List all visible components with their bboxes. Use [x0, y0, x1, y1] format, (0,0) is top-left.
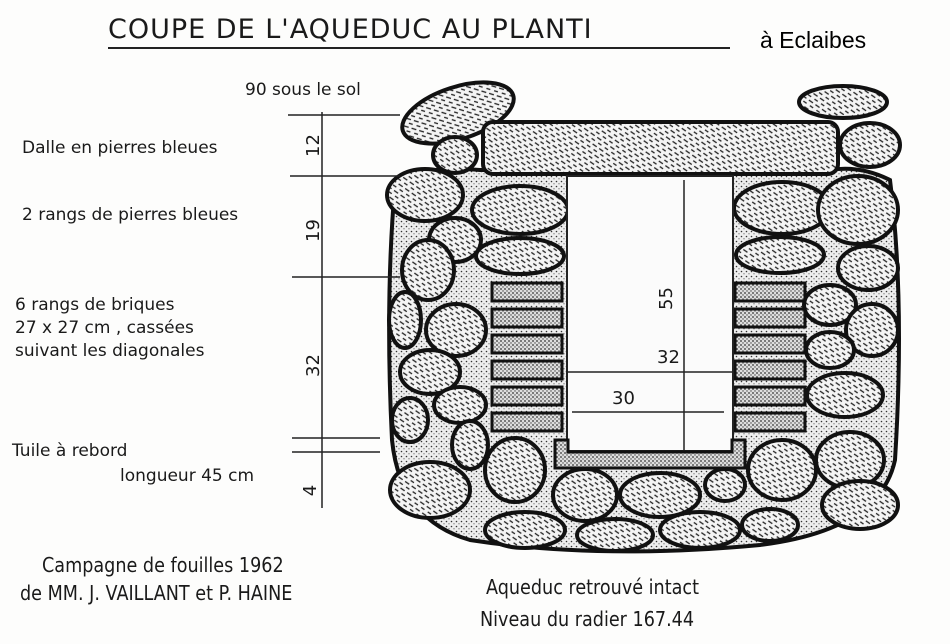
vertical-dimension: [288, 112, 400, 508]
campaign-line: Campagne de fouilles 1962: [42, 553, 284, 577]
dim-19: 19: [302, 219, 324, 242]
dim-channel-top-width: 32: [657, 347, 680, 368]
dim-32: 32: [302, 354, 324, 377]
layer-label-tile-length: longueur 45 cm: [120, 466, 255, 486]
channel-dimensions: [567, 180, 733, 450]
stones: [385, 80, 902, 553]
brick-courses: [490, 281, 807, 433]
depth-note: 90 sous le sol: [245, 80, 361, 100]
drawing-title: COUPE DE L'AQUEDUC AU PLANTI: [108, 14, 730, 49]
layer-label-stones: 2 rangs de pierres bleues: [22, 205, 239, 225]
layer-label-bricks: 6 rangs de briques: [15, 295, 175, 315]
cover-slab: [481, 120, 840, 176]
radier-level: Niveau du radier 167.44: [480, 607, 695, 631]
layer-label-tile: Tuile à rebord: [12, 441, 128, 461]
channel: [566, 175, 734, 452]
flanged-tile: [553, 438, 747, 470]
layer-label-bricks-cut: suivant les diagonales: [15, 341, 205, 361]
place-label: à Eclaibes: [760, 27, 867, 53]
excavators-line: de MM. J. VAILLANT et P. HAINE: [20, 581, 293, 605]
intact-note: Aqueduc retrouvé intact: [486, 575, 699, 599]
dim-4: 4: [300, 484, 322, 497]
dim-channel-height: 55: [655, 287, 677, 310]
layer-label-slab: Dalle en pierres bleues: [22, 138, 218, 158]
layer-label-bricks-size: 27 x 27 cm , cassées: [15, 318, 194, 338]
dim-channel-bottom-width: 30: [612, 388, 635, 409]
dim-12: 12: [302, 134, 324, 157]
